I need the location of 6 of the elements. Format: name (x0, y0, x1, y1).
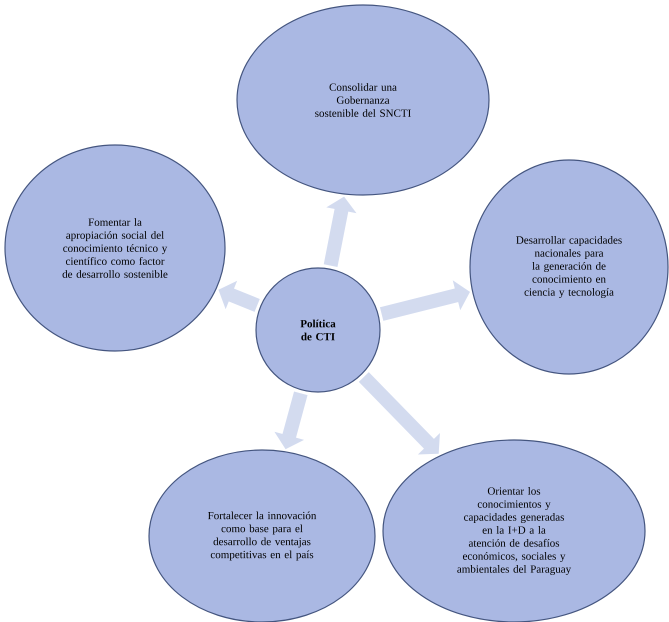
ellipse-node: Política de CTI (255, 267, 381, 393)
ellipse-node: Desarrollar capacidades nacionales para la generación de conocimiento en ciencia y tecnología (469, 159, 669, 375)
ellipse-node: Fomentar la apropiación social del conocimiento técnico y científico como factor de desarrollo sostenible (4, 144, 226, 352)
ellipse-node: Consolidar una Gobernanza sostenible del SNCTI (236, 4, 490, 196)
ellipse-node: Orientar los conocimientos y capacidades generadas en la I+D a la atención de desafíos económicos, sociales y ambientales del Paraguay (382, 439, 646, 622)
ellipse-node: Fortalecer la innovación como base para el desarrollo de ventajas competitivas en el país (148, 449, 376, 622)
